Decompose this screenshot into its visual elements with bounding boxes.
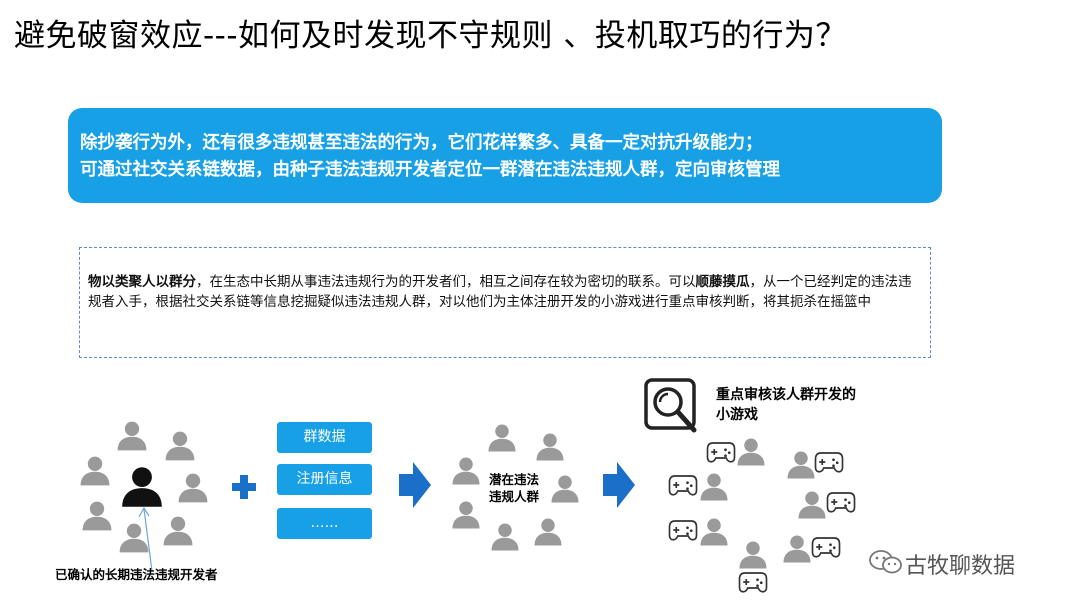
person-icon [487, 423, 517, 453]
review-label: 重点审核该人群开发的 小游戏 [716, 385, 856, 425]
gamepad-icon [668, 473, 698, 497]
person-icon [81, 500, 113, 532]
arrow-right-icon [399, 462, 431, 508]
person-icon [164, 430, 196, 462]
seed-developer-icon [118, 465, 166, 509]
person-icon [699, 517, 729, 547]
person-icon [177, 472, 209, 504]
plus-icon [232, 475, 256, 499]
description-bold-1: 物以类聚人以群分 [88, 274, 196, 290]
banner-line-2: 可通过社交关系链数据，由种子违法违规开发者定位一群潜在违法违规人群，定向审核管理 [80, 160, 780, 180]
person-icon [162, 515, 194, 547]
arrow-right-icon [603, 462, 635, 508]
person-icon [535, 432, 565, 462]
gamepad-icon [706, 440, 736, 464]
input-group-data: 群数据 [277, 422, 372, 453]
person-icon [699, 472, 729, 502]
review-label-line-2: 小游戏 [716, 407, 758, 423]
gamepad-icon [738, 570, 768, 594]
summary-banner: 除抄袭行为外，还有很多违规甚至违法的行为，它们花样繁多、具备一定对抗升级能力； … [68, 108, 942, 203]
person-icon [736, 437, 766, 467]
potential-group-label-line-1: 潜在违法 [489, 472, 540, 487]
person-icon [550, 474, 580, 504]
review-label-line-1: 重点审核该人群开发的 [716, 387, 856, 403]
person-icon [533, 517, 563, 547]
input-more: …… [277, 508, 372, 539]
page-title: 避免破窗效应---如何及时发现不守规则 、投机取巧的行为？ [14, 18, 847, 54]
seed-developer-label: 已确认的长期违法违规开发者 [55, 567, 218, 582]
potential-group-label: 潜在违法 违规人群 [489, 471, 539, 505]
person-icon [451, 500, 481, 530]
person-icon [116, 420, 148, 452]
person-icon [738, 540, 768, 570]
wechat-icon [869, 550, 902, 574]
gamepad-icon [826, 490, 856, 514]
person-icon [490, 522, 520, 552]
potential-group-label-line-2: 违规人群 [489, 489, 540, 504]
description-bold-2: 顺藤摸瓜 [695, 274, 750, 290]
gamepad-icon [814, 450, 844, 474]
gamepad-icon [668, 518, 698, 542]
description-text-2: ，从一个已经判定的违法违规者入手，根据社交关系链等信息挖掘疑似违法违规人群，对以… [88, 274, 912, 310]
person-icon [782, 534, 812, 564]
banner-line-1: 除抄袭行为外，还有很多违规甚至违法的行为，它们花样繁多、具备一定对抗升级能力； [80, 133, 763, 153]
input-registration-info: 注册信息 [277, 464, 372, 495]
watermark-text: 古牧聊数据 [905, 554, 1016, 579]
person-icon [451, 456, 481, 486]
person-icon [797, 490, 827, 520]
person-icon [79, 455, 111, 487]
person-icon [786, 450, 816, 480]
pointer-line [138, 506, 153, 572]
description-box: 物以类聚人以群分，在生态中长期从事违法违规行为的开发者们，相互之间存在较为密切的… [79, 247, 931, 358]
description-text-1: ，在生态中长期从事违法违规行为的开发者们，相互之间存在较为密切的联系。可以 [196, 274, 696, 290]
gamepad-icon [811, 535, 841, 559]
search-icon [644, 378, 697, 433]
